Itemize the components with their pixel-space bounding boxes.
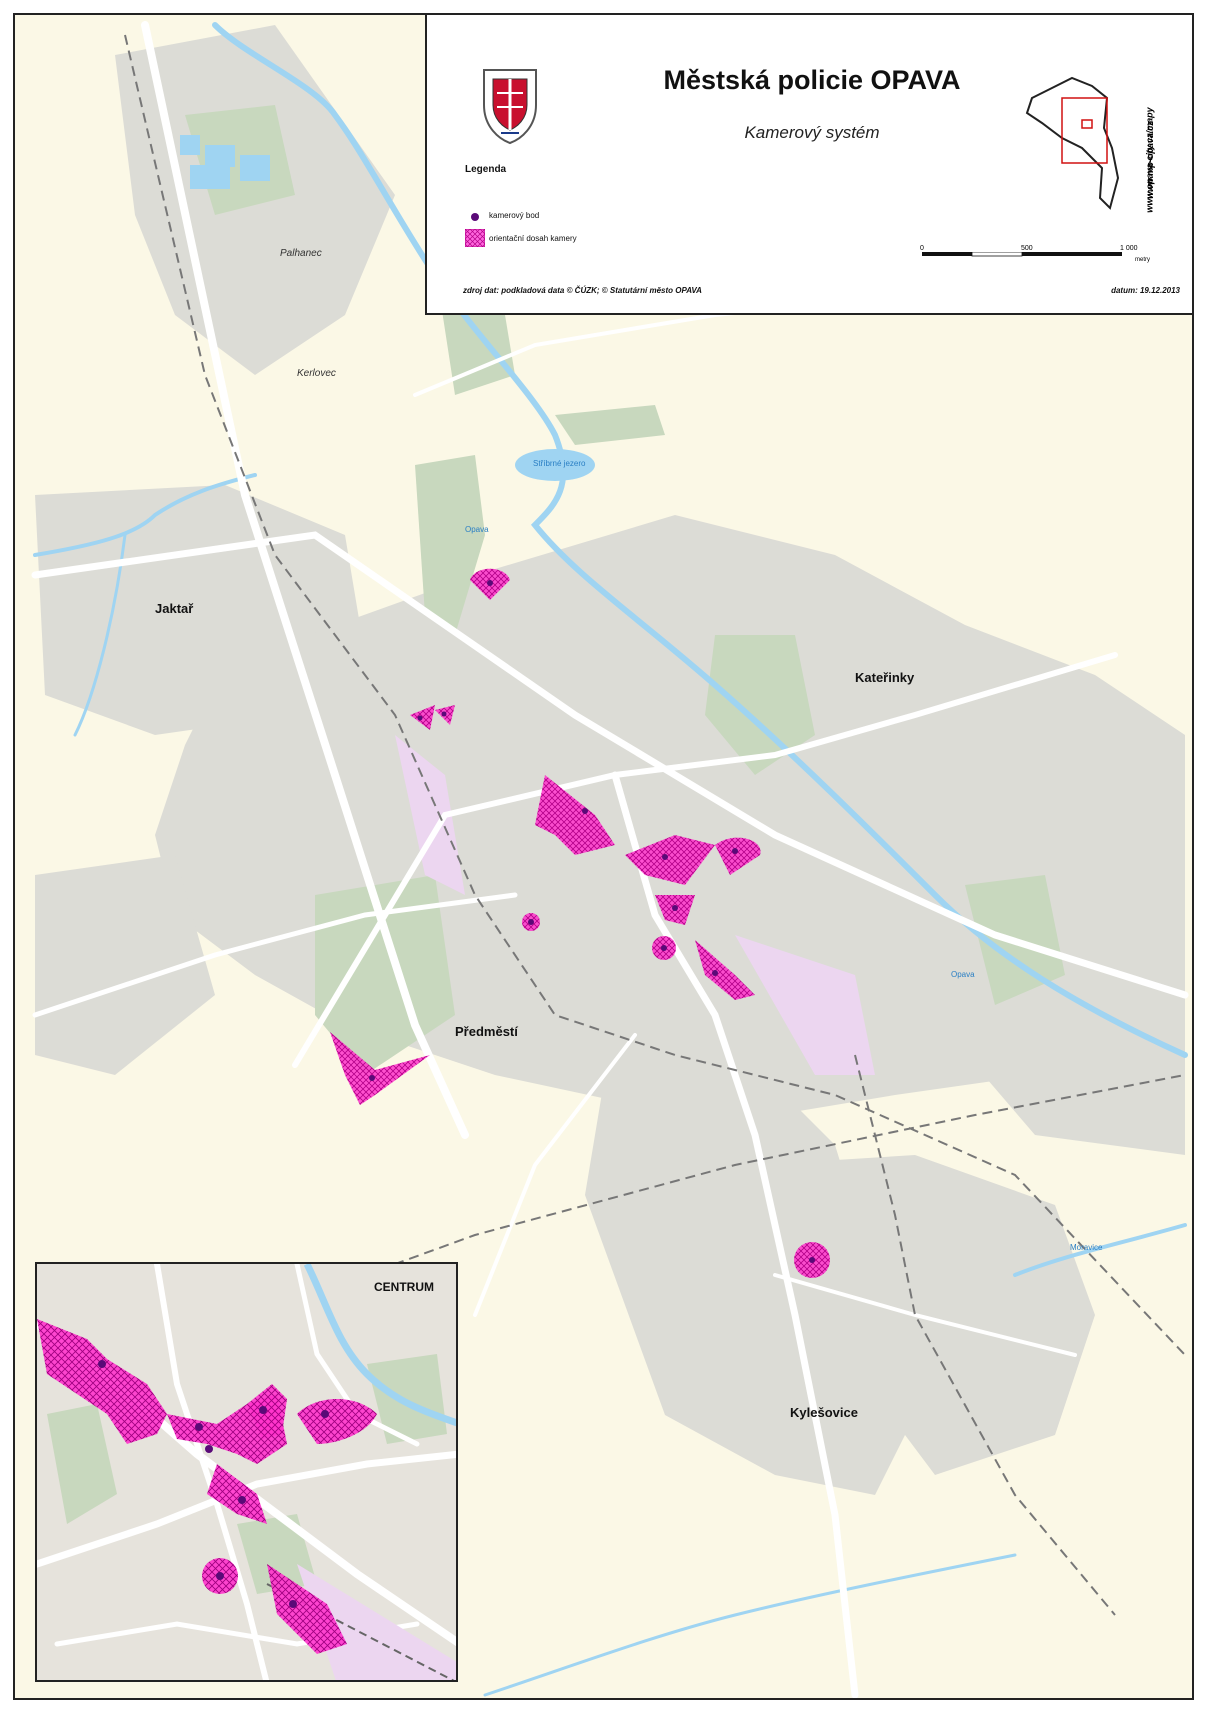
map-title: Městská policie OPAVA [663,65,961,95]
inset-river [303,1264,456,1427]
scale-label-0: 0 [920,245,924,252]
map-subtitle: Kamerový systém [744,123,880,142]
place-label-predmesti: Předměstí [455,1024,518,1039]
locator-map-icon [1025,76,1120,210]
city-emblem-icon [483,69,537,145]
place-label-paltanec: Palhanec [280,248,322,259]
scale-unit: metry [1135,257,1150,263]
place-label-katerinky: Kateřinky [855,670,915,685]
map-canvas [31,21,1189,1698]
inset-camera-points[interactable] [98,1360,329,1608]
inset-green [47,1354,447,1594]
data-source: zdroj dat: podkladová data © ČÚZK; © Sta… [463,286,702,295]
pond [515,449,595,481]
place-label-kerlovec: Kerlovec [297,368,336,379]
inset-title: CENTRUM [374,1280,434,1294]
river-label-east: Opava [951,970,975,979]
river-label: Opava [465,525,489,534]
scale-label-500: 500 [1021,245,1033,252]
inset-canvas [37,1264,456,1680]
inset-rail-yard [297,1564,456,1680]
legend-title: Legenda [465,164,507,175]
ponds-north [180,135,270,189]
legend-camera-label: kamerový bod [489,211,540,220]
stream-label: Moravice [1070,1243,1103,1252]
url-police[interactable]: www.mp-opava.cz [1144,121,1155,199]
place-label-jaktar: Jaktař [155,601,194,616]
scale-label-1000: 1 000 [1120,245,1138,252]
legend-range-label: orientační dosah kamery [489,234,577,243]
place-label-kylesovice: Kylešovice [790,1405,858,1420]
legend-panel: Městská policie OPAVA Kamerový systém ww… [425,13,1194,315]
camera-range-legend-icon [465,229,485,247]
inset-railway [266,1583,455,1680]
roads [31,21,1189,1698]
water-features [33,22,1188,1697]
pond-label: Stříbrné jezero [533,459,586,468]
railway-yards [395,735,875,1075]
inset-map-centrum[interactable]: CENTRUM [35,1262,458,1682]
map-date: datum: 19.12.2013 [1111,286,1180,295]
camera-point-legend-icon [471,213,479,221]
camera-ranges[interactable] [330,568,830,1278]
scale-bar [922,252,1122,257]
camera-points[interactable] [369,580,815,1263]
